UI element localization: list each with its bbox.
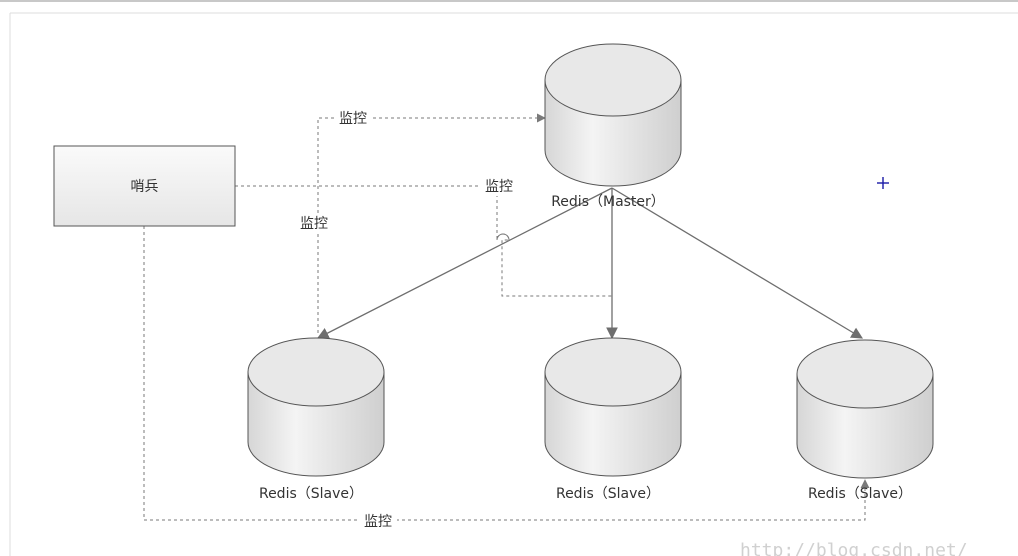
line-hop	[496, 233, 510, 241]
edge-label-monitor-master-top: 监控	[339, 111, 367, 127]
slave-middle-label: Redis（Slave）	[556, 486, 660, 502]
node-slave-middle[interactable]	[544, 337, 682, 477]
edge-label-bg	[334, 108, 372, 128]
sentinel-label: 哨兵	[131, 179, 159, 195]
master-label: Redis（Master）	[551, 194, 665, 210]
edge-label-monitor-master-mid: 监控	[485, 179, 513, 195]
edge-master-slave-right	[611, 187, 864, 339]
edge-monitor-master-top	[317, 113, 546, 333]
edge-monitor-slave-right	[143, 226, 870, 521]
edge-master-slave-left	[316, 187, 613, 339]
node-master[interactable]	[544, 43, 682, 187]
crosshair-cursor-icon	[877, 177, 889, 189]
edge-label-monitor-slave-right: 监控	[364, 514, 392, 530]
watermark: http://blog.csdn.net/	[740, 540, 968, 556]
edge-label-bg	[480, 176, 518, 196]
slave-left-label: Redis（Slave）	[259, 486, 363, 502]
node-slave-right[interactable]	[796, 339, 934, 479]
node-slave-left[interactable]	[247, 337, 385, 477]
slave-right-label: Redis（Slave）	[808, 486, 912, 502]
edge-label-bg	[295, 213, 333, 233]
edge-label-monitor-slave-left: 监控	[300, 216, 328, 232]
edge-label-bg	[359, 511, 397, 531]
node-sentinel[interactable]: 哨兵	[53, 145, 236, 227]
